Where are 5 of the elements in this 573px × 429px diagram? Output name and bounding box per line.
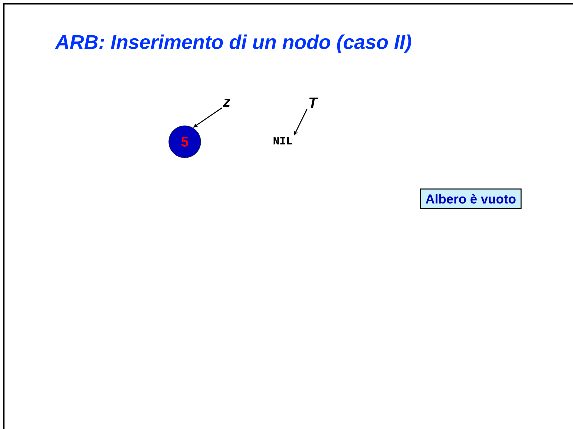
status-box: Albero è vuoto <box>420 188 522 210</box>
nil-label: NIL <box>274 137 292 145</box>
pointer-label: T <box>310 98 319 108</box>
pointer-label: z <box>223 99 231 107</box>
title: ARB: Inserimento di un nodo (caso II) <box>55 34 412 54</box>
